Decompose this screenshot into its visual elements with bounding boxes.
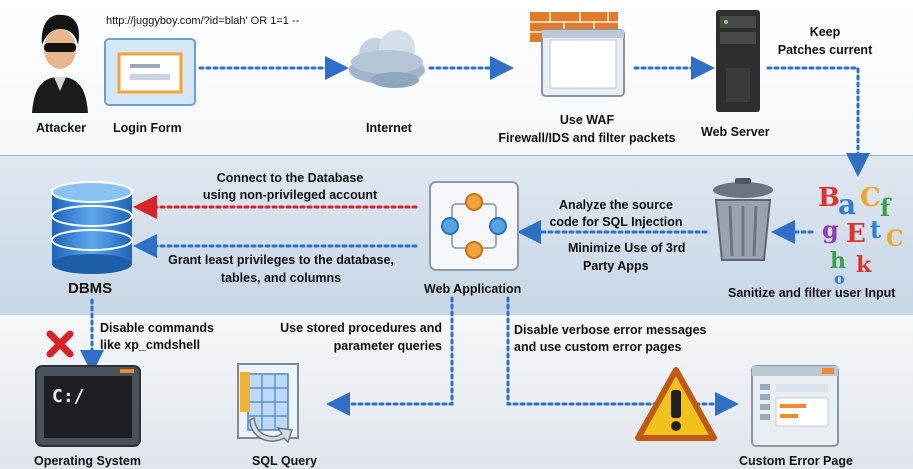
stored-note-line1: Use stored procedures and [280,321,442,335]
svg-text:k: k [856,252,872,278]
verbose-note-line2: and use custom error pages [514,340,682,354]
web-application-label: Web Application [424,282,522,296]
login-form-icon[interactable] [104,38,196,106]
login-form-label: Login Form [113,121,182,135]
disable-note-line2: like xp_cmdshell [100,338,201,352]
attacker-label: Attacker [36,121,87,135]
stored-note-line2: parameter queries [333,339,442,353]
grant-note-line2: tables, and columns [220,271,342,285]
keep-note-line2: Patches current [777,43,873,57]
operating-system-label: Operating System [34,454,141,468]
svg-text:C: C [886,226,904,252]
svg-text:o: o [834,269,845,288]
verbose-note-line1: Disable verbose error messages [514,323,707,337]
trash-can-icon [713,178,773,261]
attacker-icon [32,14,88,113]
warning-icon [635,367,717,441]
firewall-icon [530,12,625,97]
error-page-icon [751,365,839,447]
web-application-icon [429,181,519,271]
svg-text:f: f [880,193,892,222]
svg-text:g: g [822,215,839,244]
internet-label: Internet [366,121,412,135]
sql-query-label: SQL Query [252,454,318,468]
svg-text:B: B [818,183,840,213]
svg-text:C: C [860,183,881,213]
sql-query-icon [237,363,299,444]
custom-error-page-label: Custom Error Page [739,454,853,468]
svg-text:E: E [846,219,866,249]
terminal-icon: C:/ [35,365,141,447]
letters-icon: B a C f g E t C h k o [818,183,904,288]
url-text: http://juggyboy.com/?id=blah' OR 1=1 -- [106,15,300,27]
grant-note-line1: Grant least privileges to the database, [168,253,394,267]
dbms-label: DBMS [68,280,113,297]
red-x-icon [46,330,74,358]
svg-text:h: h [830,248,846,274]
connect-note-line2: using non-privileged account [202,188,378,202]
analyze-note-line2: code for SQL Injection [549,215,683,229]
waf-sub-label: Firewall/IDS and filter packets [498,131,676,145]
waf-label: Use WAF [559,113,615,127]
connect-note-line1: Connect to the Database [216,171,364,185]
svg-text:t: t [870,215,881,244]
minimize-note-line2: Party Apps [583,259,649,273]
cloud-icon [349,30,425,88]
sanitize-label: Sanitize and filter user Input [728,286,896,300]
keep-note-line1: Keep [809,25,841,39]
arrow-server-to-sanitize [766,66,870,177]
database-icon [51,181,133,274]
terminal-prompt-glyph: C:/ [52,386,85,407]
server-icon [716,10,760,112]
arrow-webapp-to-sqlquery [326,296,454,416]
web-server-label: Web Server [701,125,770,139]
disable-note-line1: Disable commands [100,321,214,335]
analyze-note-line1: Analyze the source [559,198,673,212]
svg-text:a: a [838,188,856,221]
minimize-note-line1: Minimize Use of 3rd [568,241,686,255]
